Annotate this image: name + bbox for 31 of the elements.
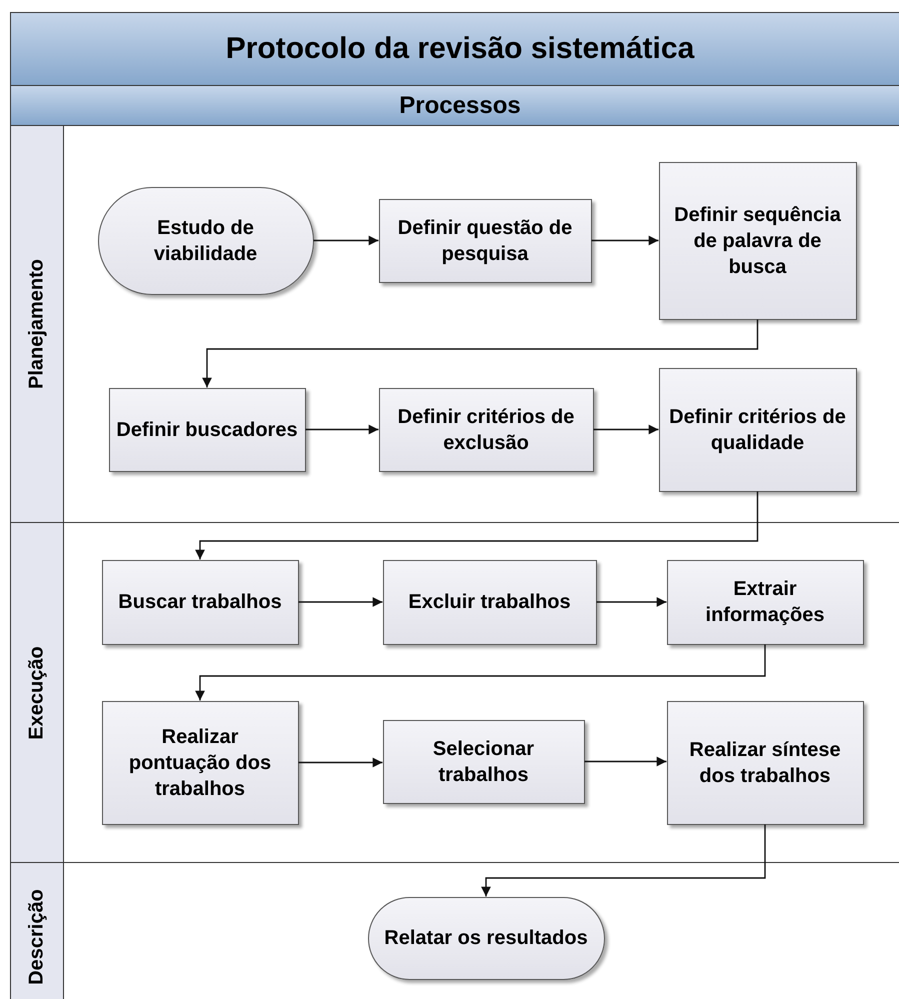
arrow [298, 597, 382, 607]
arrow [481, 824, 766, 896]
process-box: Realizar síntese dos trabalhos [666, 700, 864, 824]
arrow [306, 424, 378, 434]
process-box: Definir questão de pesquisa [378, 198, 592, 282]
arrow [592, 236, 658, 246]
arrow [594, 424, 658, 434]
arrow [314, 236, 378, 246]
header-band [10, 85, 899, 126]
process-box: Excluir trabalhos [382, 560, 596, 644]
process-box: Extrair informações [666, 560, 864, 644]
arrow [202, 320, 758, 388]
lane-label: Descrição [26, 889, 48, 985]
terminator-shape: Relatar os resultados [368, 896, 604, 980]
arrow [596, 597, 666, 607]
arrow [298, 758, 382, 768]
process-box: Buscar trabalhos [102, 560, 298, 644]
process-box: Realizar pontuação dos trabalhos [102, 700, 298, 824]
lane-label: Execução [26, 646, 48, 740]
arrow [195, 492, 758, 560]
process-box: Definir critérios de qualidade [658, 368, 856, 492]
band-label: Processos [399, 92, 521, 120]
terminator-shape: Estudo de viabilidade [98, 186, 314, 294]
diagram-title: Protocolo da revisão sistemática [226, 32, 694, 66]
arrow [584, 756, 666, 766]
process-box: Definir sequência de palavra de busca [658, 162, 856, 320]
arrow [195, 644, 766, 700]
process-box: Selecionar trabalhos [382, 720, 584, 804]
process-box: Definir buscadores [108, 388, 306, 472]
process-box: Definir critérios de exclusão [378, 388, 594, 472]
lane-label: Planejamento [26, 258, 48, 390]
